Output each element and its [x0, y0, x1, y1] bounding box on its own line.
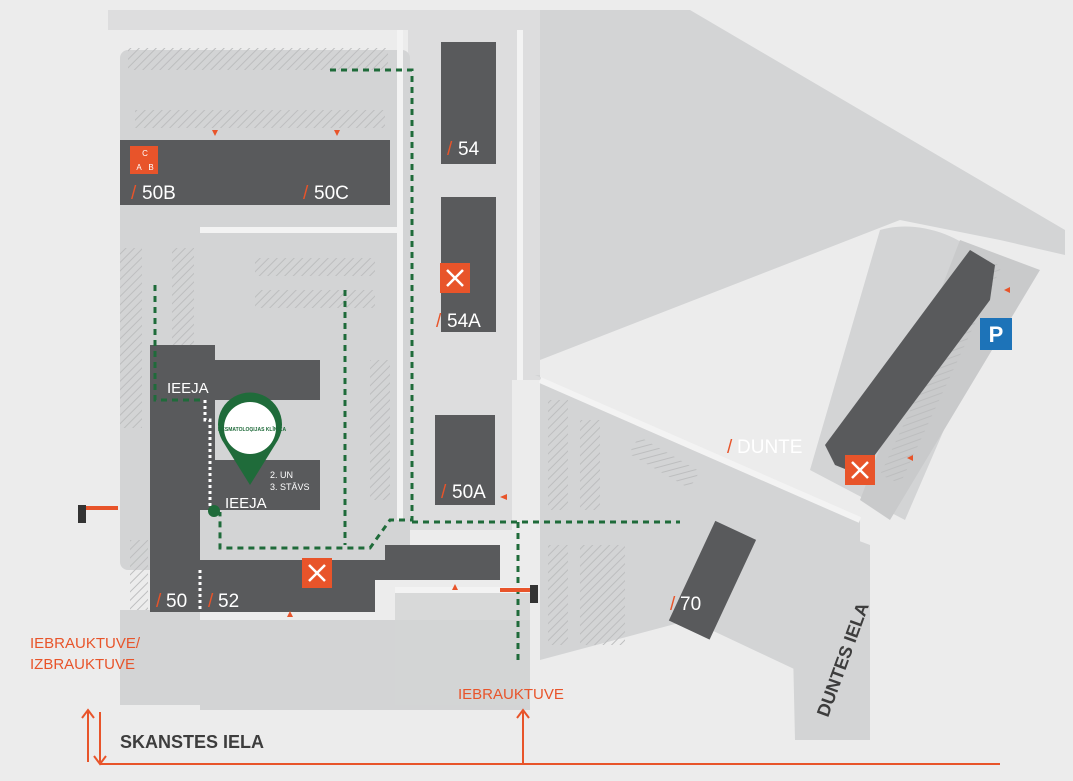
floor-label-line2: 3. STĀVS [270, 482, 310, 492]
label-54a: 54A [447, 311, 481, 332]
svg-text:/: / [441, 482, 447, 503]
kids-abc-icon: C A B [130, 146, 158, 174]
svg-text:C: C [142, 149, 148, 158]
location-pin-icon[interactable]: DESMATOLOĢIJAS KLĪNIKA [218, 392, 287, 485]
driveways [200, 30, 862, 593]
label-dunte: DUNTE [737, 437, 802, 458]
clinic-logo-text: DESMATOLOĢIJAS KLĪNIKA [218, 426, 287, 433]
building-50b-50c [120, 140, 390, 205]
svg-text:/: / [436, 311, 442, 332]
label-50a: 50A [452, 482, 486, 503]
building-labels: / 50B / 50C / 54 / 54A / 50A / 50 / 52 /… [131, 139, 802, 615]
in-only-label: IEBRAUKTUVE [458, 686, 564, 703]
in-out-label-line1: IEBRAUKTUVE/ [30, 635, 141, 652]
building-54 [441, 42, 496, 164]
svg-text:B: B [148, 163, 153, 172]
svg-text:/: / [670, 594, 676, 615]
arrow-icon [81, 708, 1000, 766]
label-52: 52 [218, 591, 239, 612]
restaurant-icon [302, 558, 332, 588]
label-70: 70 [680, 594, 701, 615]
svg-text:P: P [989, 322, 1004, 347]
skanstes-street-label: SKANSTES IELA [120, 732, 264, 752]
svg-text:A: A [136, 163, 142, 172]
building-50a [435, 415, 495, 505]
door-markers [212, 130, 1010, 617]
entrance-point [208, 505, 220, 517]
label-54: 54 [458, 139, 480, 160]
svg-text:/: / [447, 139, 453, 160]
building-50-52 [150, 345, 500, 612]
floor-label-line1: 2. UN [270, 470, 293, 480]
svg-text:/: / [303, 183, 309, 204]
barrier-icon [500, 585, 538, 603]
walking-route [153, 68, 680, 660]
svg-text:/: / [156, 591, 162, 612]
entrance-dots [198, 400, 212, 612]
svg-text:/: / [208, 591, 214, 612]
restaurant-icon [845, 455, 875, 485]
label-50b: 50B [142, 183, 176, 204]
buildings [120, 42, 995, 640]
label-50: 50 [166, 591, 187, 612]
parking-icon: P [980, 318, 1012, 350]
in-out-label-line2: IZBRAUKTUVE [30, 656, 135, 673]
building-70 [668, 520, 757, 640]
barrier-icon [78, 505, 118, 523]
entrance-label-lower: IEEJA [225, 495, 267, 512]
entrance-label-upper: IEEJA [167, 380, 209, 397]
svg-text:/: / [131, 183, 137, 204]
label-50c: 50C [314, 183, 349, 204]
restaurant-icon [440, 263, 470, 293]
building-dunte [825, 250, 995, 475]
svg-text:/: / [727, 437, 733, 458]
